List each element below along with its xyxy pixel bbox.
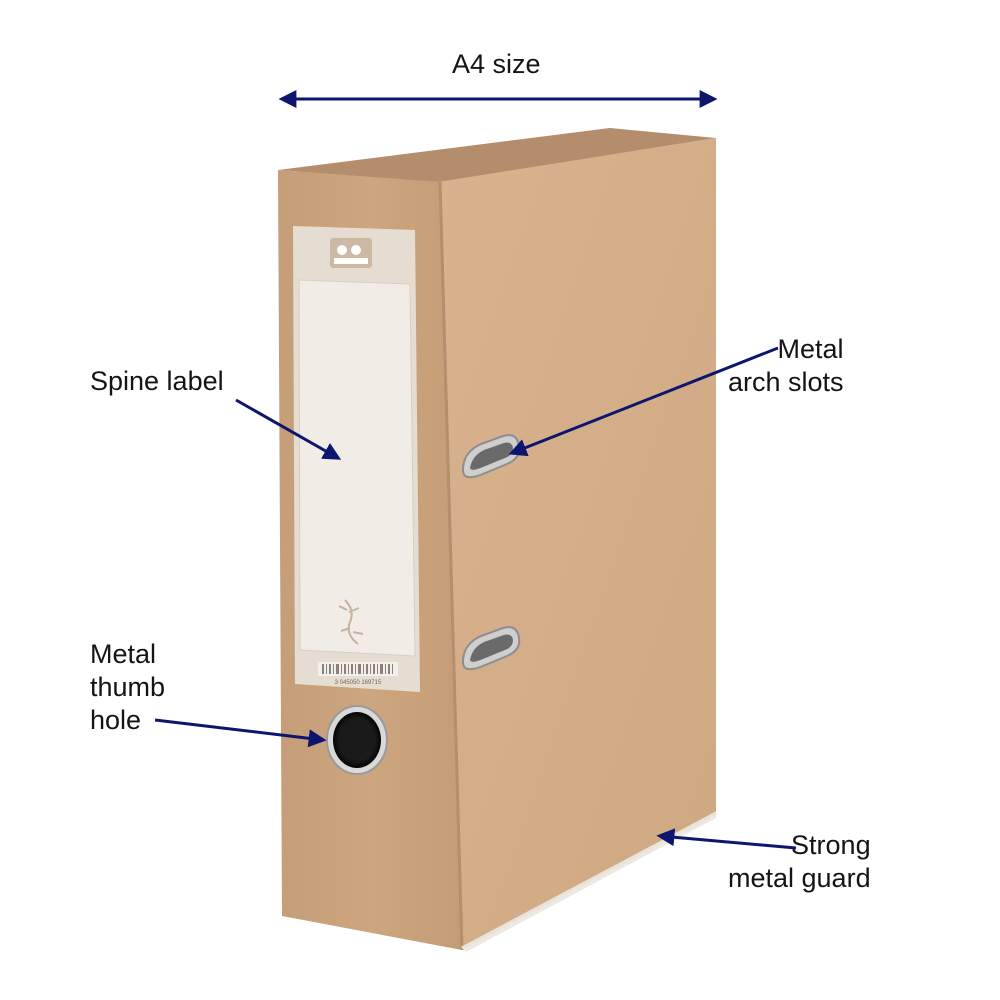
- callout-metal-thumb-hole: Metal thumb hole: [90, 638, 165, 737]
- callout-spine-label: Spine label: [90, 366, 224, 396]
- metal-guard-arrow: [656, 828, 797, 850]
- callout-line: thumb: [90, 672, 166, 702]
- metal-arch-slot-bottom: [461, 626, 521, 671]
- barcode-icon: [318, 662, 398, 676]
- callout-metal-arch-slots: Metal arch slots: [728, 333, 844, 399]
- barcode-number: 3 045050 169715: [335, 680, 382, 686]
- metal-thumb-hole: [326, 705, 388, 775]
- callout-line: hole: [90, 705, 142, 735]
- callout-a4-size: A4 size: [452, 49, 541, 79]
- callout-line: Metal: [90, 639, 157, 669]
- spine-label-window: [298, 279, 416, 657]
- spine-label-arrow: [235, 398, 342, 460]
- callout-line: Metal: [777, 334, 844, 364]
- spine-hinge-line: [438, 181, 464, 951]
- thumb-hole-arrow: [154, 718, 327, 748]
- callout-strong-metal-guard: Strong metal guard: [728, 829, 871, 895]
- arch-slots-arrow: [508, 346, 779, 457]
- callout-line: arch slots: [728, 367, 844, 397]
- binder-top-edge: [278, 128, 716, 182]
- binder-front-cover: [438, 138, 716, 948]
- callout-line: Strong: [791, 830, 871, 860]
- callout-line: metal guard: [728, 863, 871, 893]
- oxford-logo-icon: [330, 238, 372, 268]
- gecko-icon: [338, 599, 364, 645]
